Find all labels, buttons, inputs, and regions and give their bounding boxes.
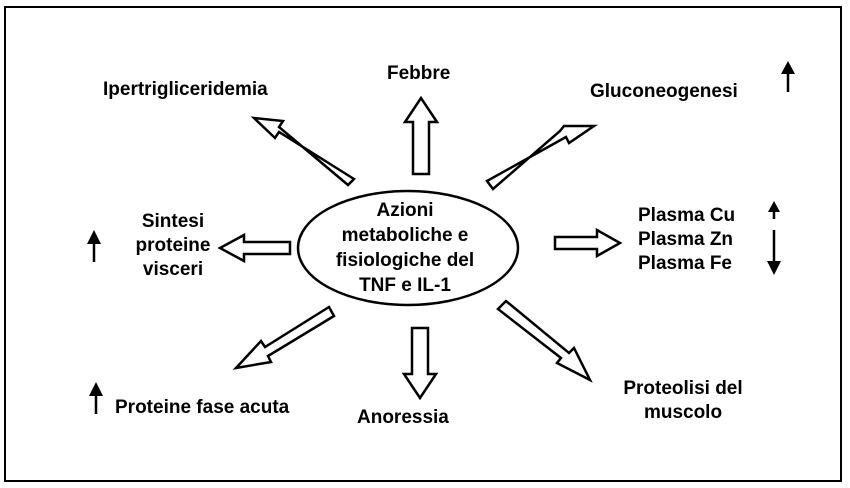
center-title: Azioni metaboliche e fisiologiche del TN… xyxy=(310,198,500,298)
label-line: Proteolisi del xyxy=(623,378,743,399)
label-plasma-fe: Plasma Fe xyxy=(638,253,732,274)
arrow-to-febbre xyxy=(402,95,440,176)
label-line: Sintesi xyxy=(141,211,205,232)
label-line: proteine xyxy=(135,235,211,256)
label-anoressia: Anoressia xyxy=(357,407,449,428)
label-gluconeogenesi: Gluconeogenesi xyxy=(590,81,738,102)
label-plasma-cu: Plasma Cu xyxy=(638,205,736,226)
label-plasma-zn: Plasma Zn xyxy=(638,229,734,250)
up-arrow-icon-sintesi xyxy=(87,230,101,262)
center-line: metaboliche e xyxy=(341,225,469,246)
arrow-to-anoressia xyxy=(401,326,439,401)
label-proteine-fase-acuta: Proteine fase acuta xyxy=(115,397,290,418)
label-febbre: Febbre xyxy=(387,63,451,84)
label-plasma: Plasma Cu Plasma Zn Plasma Fe xyxy=(638,204,735,276)
arrow-to-proteine-fase-acuta xyxy=(232,305,336,370)
arrow-to-sintesi-proteine xyxy=(217,232,292,264)
arrow-to-proteolisi xyxy=(496,299,593,383)
up-arrow-icon-plasma-cu xyxy=(768,201,780,219)
up-arrow-icon-gluconeogenesi xyxy=(781,61,795,92)
down-arrow-icon-plasma-zn-fe xyxy=(767,230,781,275)
label-sintesi-proteine-visceri: Sintesi proteine visceri xyxy=(118,210,228,282)
center-line: fisiologiche del xyxy=(335,250,475,271)
center-line: TNF e IL-1 xyxy=(359,275,451,296)
center-line: Azioni xyxy=(376,200,434,221)
diagram-border xyxy=(4,6,842,482)
label-line: muscolo xyxy=(643,402,723,423)
center-ellipse xyxy=(296,189,520,307)
arrow-to-ipertrigliceridemia xyxy=(250,116,356,187)
label-line: visceri xyxy=(142,259,204,280)
label-ipertrigliceridemia: Ipertrigliceridemia xyxy=(103,79,268,100)
arrow-to-plasma xyxy=(553,227,623,259)
arrow-to-gluconeogenesi xyxy=(485,124,599,191)
up-arrow-icon-proteine-fase-acuta xyxy=(89,382,103,414)
label-proteolisi-muscolo: Proteolisi del muscolo xyxy=(608,377,758,425)
